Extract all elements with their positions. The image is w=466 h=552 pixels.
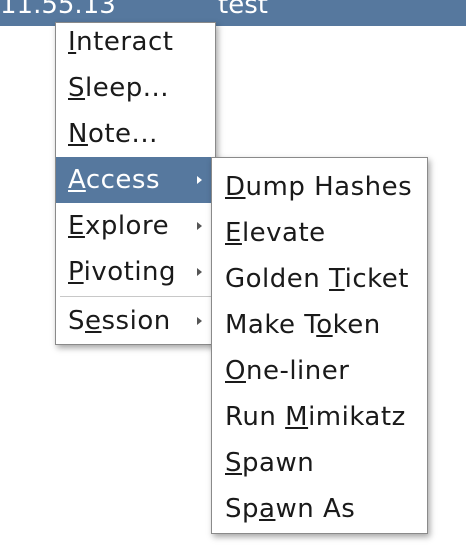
menu-item-interact[interactable]: Interact bbox=[56, 19, 215, 65]
menu-item-note[interactable]: Note... bbox=[56, 111, 215, 157]
selected-session-row[interactable]: 11.55.13 test bbox=[0, 0, 466, 26]
menu-item-make-token[interactable]: Make Token bbox=[212, 302, 427, 348]
access-submenu: Dump Hashes Elevate Golden Ticket Make T… bbox=[211, 157, 428, 534]
menu-item-spawn-as[interactable]: Spawn As bbox=[212, 486, 427, 532]
menu-item-label: Spawn As bbox=[225, 494, 356, 524]
menu-item-golden-ticket[interactable]: Golden Ticket bbox=[212, 256, 427, 302]
menu-item-label: Run Mimikatz bbox=[225, 402, 406, 432]
menu-item-label: Elevate bbox=[225, 218, 326, 248]
menu-item-label: Dump Hashes bbox=[225, 172, 413, 202]
submenu-arrow-icon bbox=[197, 176, 202, 184]
menu-item-label: Access bbox=[68, 165, 161, 195]
menu-item-label: Sleep... bbox=[68, 73, 170, 103]
menu-item-label: Note... bbox=[68, 119, 158, 149]
submenu-arrow-icon bbox=[197, 222, 202, 230]
menu-separator bbox=[60, 296, 211, 297]
menu-item-label: Interact bbox=[68, 27, 174, 57]
menu-item-label: Explore bbox=[68, 211, 170, 241]
menu-item-label: Pivoting bbox=[68, 257, 177, 287]
menu-item-access[interactable]: Access bbox=[56, 157, 215, 203]
session-context-menu: Interact Sleep... Note... Access Explore… bbox=[55, 22, 216, 345]
menu-item-dump-hashes[interactable]: Dump Hashes bbox=[212, 164, 427, 210]
menu-item-spawn[interactable]: Spawn bbox=[212, 440, 427, 486]
menu-item-label: One-liner bbox=[225, 356, 350, 386]
submenu-arrow-icon bbox=[197, 317, 202, 325]
menu-item-session[interactable]: Session bbox=[56, 298, 215, 344]
menu-item-explore[interactable]: Explore bbox=[56, 203, 215, 249]
menu-item-label: Spawn bbox=[225, 448, 315, 478]
menu-item-pivoting[interactable]: Pivoting bbox=[56, 249, 215, 295]
menu-item-label: Make Token bbox=[225, 310, 381, 340]
menu-item-sleep[interactable]: Sleep... bbox=[56, 65, 215, 111]
session-user-cell: test bbox=[218, 0, 268, 20]
session-ip-cell: 11.55.13 bbox=[0, 0, 116, 20]
submenu-arrow-icon bbox=[197, 268, 202, 276]
menu-item-label: Session bbox=[68, 306, 171, 336]
menu-item-one-liner[interactable]: One-liner bbox=[212, 348, 427, 394]
menu-item-run-mimikatz[interactable]: Run Mimikatz bbox=[212, 394, 427, 440]
menu-item-label: Golden Ticket bbox=[225, 264, 409, 294]
menu-item-elevate[interactable]: Elevate bbox=[212, 210, 427, 256]
